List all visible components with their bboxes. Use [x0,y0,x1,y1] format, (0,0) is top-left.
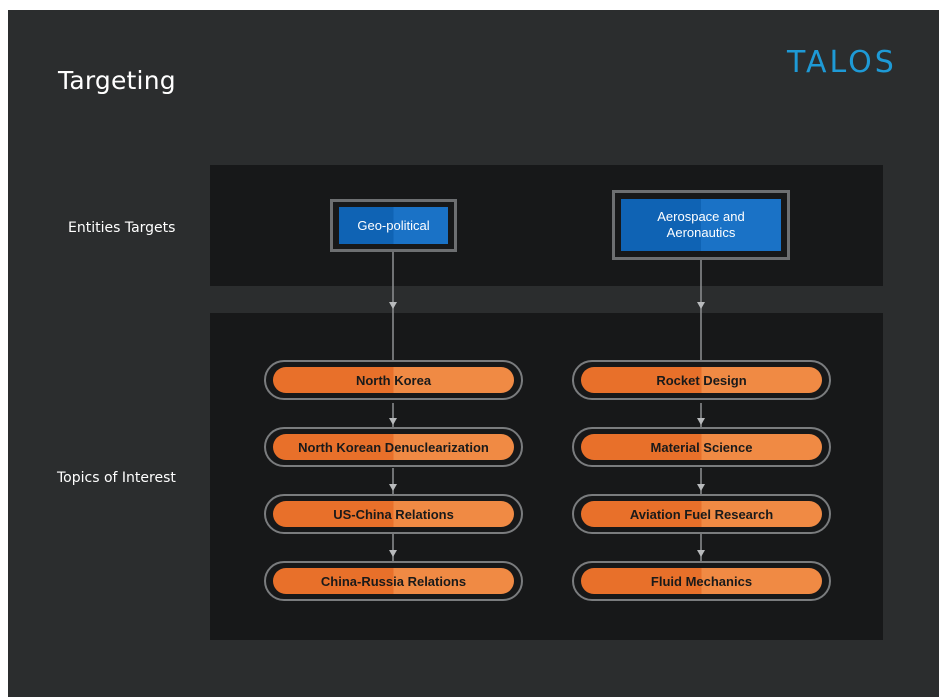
topic-label: North Korean Denuclearization [273,434,514,460]
arrow-head [389,418,397,425]
arrow-head [389,302,397,309]
aerospace-label: Aerospace and Aeronautics [621,199,781,251]
topic-us-china-relations: US-China Relations [264,494,523,534]
topic-aviation-fuel-research: Aviation Fuel Research [572,494,831,534]
topic-label: Rocket Design [581,367,822,393]
topic-material-science: Material Science [572,427,831,467]
topic-north-korea: North Korea [264,360,523,400]
page-title: Targeting [58,66,176,95]
topic-label: Aviation Fuel Research [581,501,822,527]
topic-label: Fluid Mechanics [581,568,822,594]
aerospace-entity: Aerospace and Aeronautics [612,190,790,260]
topics-of-interest-label: Topics of Interest [57,470,176,486]
topic-label: North Korea [273,367,514,393]
topic-label: US-China Relations [273,501,514,527]
arrow-head [389,484,397,491]
arrow-head [389,550,397,557]
talos-logo: TALOS [787,45,897,80]
topic-china-russia-relations: China-Russia Relations [264,561,523,601]
entities-targets-label: Entities Targets [68,220,176,236]
arrow-head [697,418,705,425]
topic-fluid-mechanics: Fluid Mechanics [572,561,831,601]
geo-political-entity: Geo-political [330,199,457,252]
arrow-head [697,302,705,309]
arrow-head [697,550,705,557]
topic-label: China-Russia Relations [273,568,514,594]
topic-label: Material Science [581,434,822,460]
topic-rocket-design: Rocket Design [572,360,831,400]
arrow-head [697,484,705,491]
topic-north-korean-denuclearization: North Korean Denuclearization [264,427,523,467]
geo-political-label: Geo-political [339,207,448,244]
